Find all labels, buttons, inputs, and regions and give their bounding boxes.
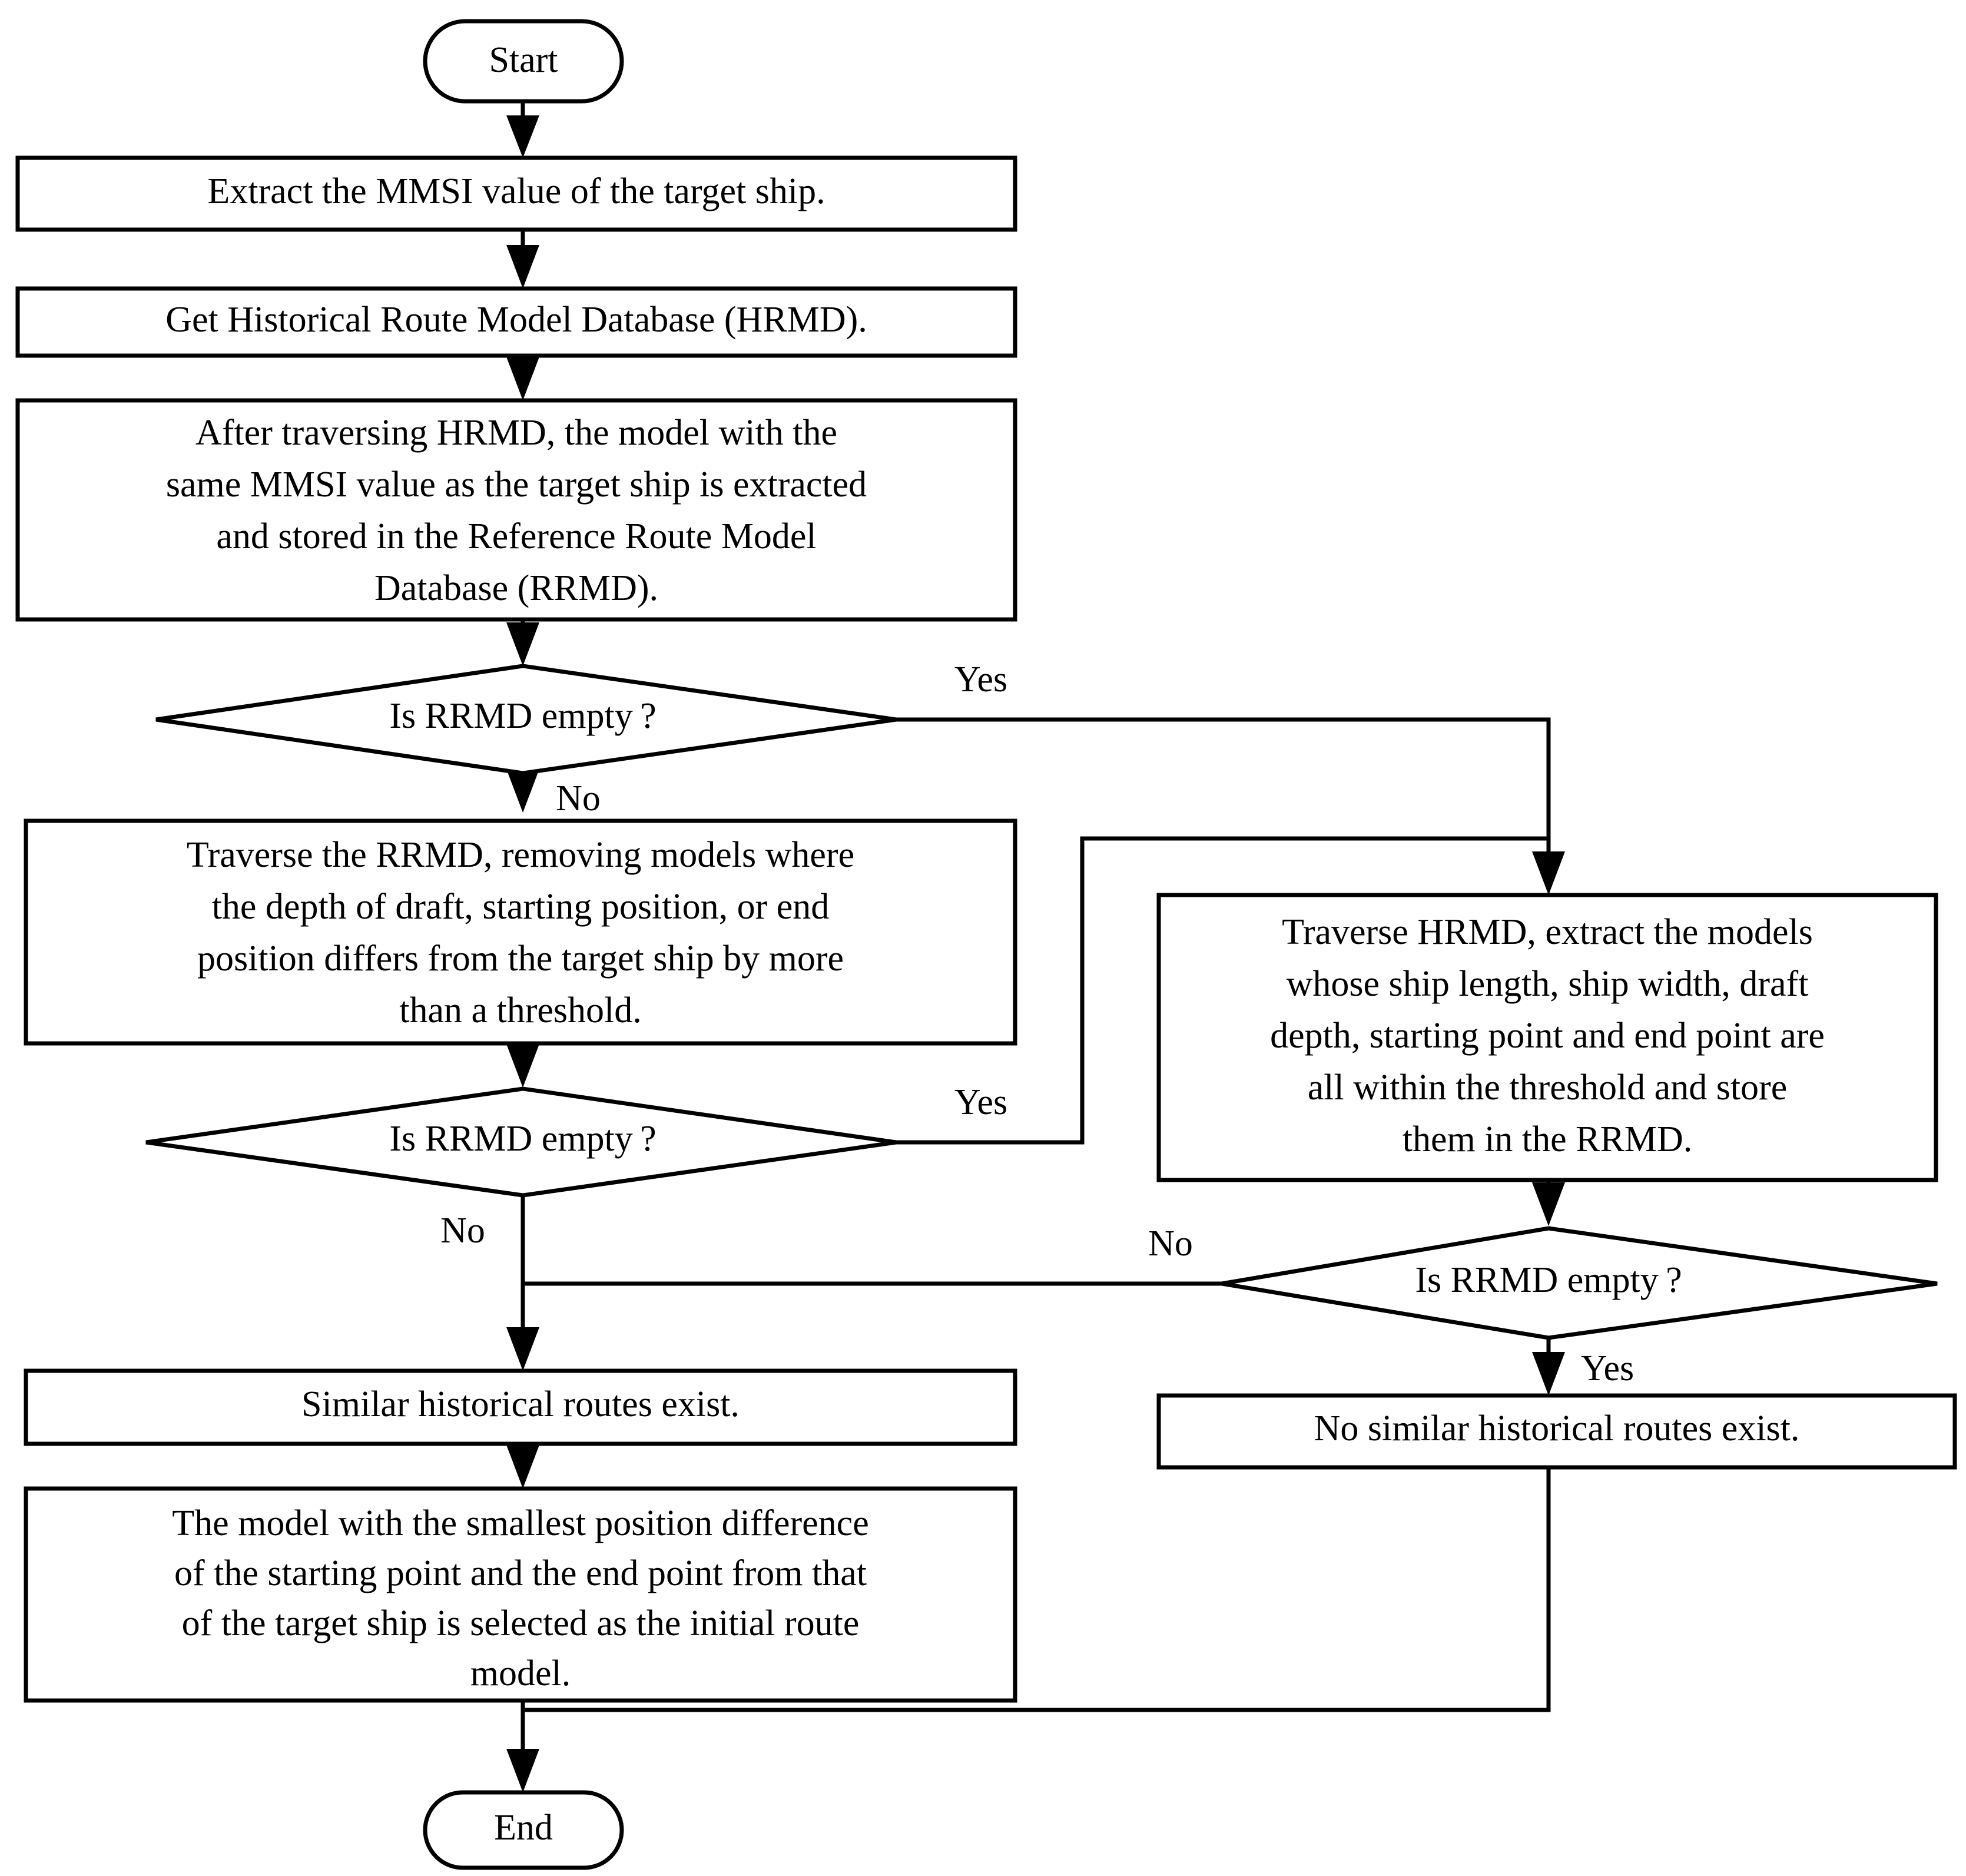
node-filter-rrmd-line-3: than a threshold.: [399, 990, 642, 1030]
node-select-model[interactable]: The model with the smallest position dif…: [24, 1486, 1017, 1703]
edge-label-decision2-yes: Yes: [954, 1082, 1007, 1122]
node-decision-1[interactable]: Is RRMD empty ?: [155, 664, 897, 775]
edge-traversedims-to-decision3: [1532, 1180, 1565, 1226]
node-no-similar-exist[interactable]: No similar historical routes exist.: [1156, 1393, 1957, 1470]
node-similar-exist[interactable]: Similar historical routes exist.: [24, 1368, 1017, 1446]
node-filter-rrmd-line-2: position differs from the target ship by…: [197, 939, 844, 979]
edge-decision3-yes: [1532, 1338, 1565, 1396]
node-filter-rrmd[interactable]: Traverse the RRMD, removing models where…: [24, 818, 1017, 1046]
node-extract-mmsi-label: Extract the MMSI value of the target shi…: [207, 171, 825, 211]
node-similar-exist-label: Similar historical routes exist.: [301, 1384, 740, 1424]
node-traverse-hrmd-dims[interactable]: Traverse HRMD, extract the models whose …: [1156, 893, 1938, 1182]
edge-label-decision2-no: No: [440, 1211, 485, 1251]
edge-nosimilar-to-end: [523, 1467, 1551, 1712]
edge-label-decision1-no: No: [556, 778, 601, 818]
node-get-hrmd-label: Get Historical Route Model Database (HRM…: [165, 300, 867, 340]
node-traverse-hrmd-mmsi[interactable]: After traversing HRMD, the model with th…: [15, 398, 1017, 622]
edge-similar-to-select: [506, 1444, 539, 1489]
node-start-label: Start: [489, 40, 558, 80]
node-decision-3-label: Is RRMD empty ?: [1415, 1260, 1682, 1300]
node-decision-1-label: Is RRMD empty ?: [389, 696, 656, 736]
node-no-similar-exist-label: No similar historical routes exist.: [1314, 1408, 1800, 1449]
node-select-model-line-2: of the target ship is selected as the in…: [182, 1603, 860, 1643]
edge-label-decision3-yes: Yes: [1581, 1348, 1634, 1388]
node-traverse-hrmd-dims-line-4: them in the RRMD.: [1403, 1119, 1693, 1159]
node-traverse-hrmd-dims-line-0: Traverse HRMD, extract the models: [1282, 912, 1813, 952]
node-select-model-line-3: model.: [470, 1653, 571, 1693]
node-decision-2-label: Is RRMD empty ?: [389, 1119, 656, 1159]
node-select-model-line-1: of the starting point and the end point …: [174, 1553, 867, 1593]
node-filter-rrmd-line-0: Traverse the RRMD, removing models where: [187, 835, 854, 875]
edge-select-to-end: [506, 1701, 539, 1792]
edge-start-to-extract: [506, 101, 539, 158]
edge-decision2-yes: [896, 836, 1549, 1145]
node-start[interactable]: Start: [423, 19, 624, 104]
node-traverse-hrmd-dims-line-3: all within the threshold and store: [1308, 1068, 1787, 1108]
edge-extract-to-gethrmd: [506, 230, 539, 289]
edge-filter-to-decision2: [506, 1043, 539, 1088]
edge-label-decision3-no: No: [1148, 1224, 1193, 1264]
node-get-hrmd[interactable]: Get Historical Route Model Database (HRM…: [15, 286, 1017, 358]
node-extract-mmsi[interactable]: Extract the MMSI value of the target shi…: [15, 155, 1017, 232]
node-traverse-hrmd-mmsi-line-3: Database (RRMD).: [374, 568, 658, 608]
node-traverse-hrmd-dims-line-1: whose ship length, ship width, draft: [1287, 964, 1809, 1004]
node-filter-rrmd-line-1: the depth of draft, starting position, o…: [212, 887, 830, 927]
node-decision-2[interactable]: Is RRMD empty ?: [145, 1086, 897, 1198]
node-traverse-hrmd-dims-line-2: depth, starting point and end point are: [1270, 1016, 1825, 1056]
node-decision-3[interactable]: Is RRMD empty ?: [1221, 1226, 1938, 1340]
edge-label-decision1-yes: Yes: [954, 659, 1007, 700]
edge-traverse-to-decision1: [506, 619, 539, 666]
edge-gethrmd-to-traverse: [506, 356, 539, 400]
node-end[interactable]: End: [423, 1790, 624, 1870]
edge-decision2-no: [506, 1195, 539, 1371]
node-end-label: End: [494, 1808, 553, 1848]
edge-decision1-yes: [896, 717, 1565, 895]
node-traverse-hrmd-mmsi-line-2: and stored in the Reference Route Model: [216, 516, 816, 556]
node-select-model-line-0: The model with the smallest position dif…: [172, 1503, 868, 1543]
node-traverse-hrmd-mmsi-line-0: After traversing HRMD, the model with th…: [195, 413, 837, 453]
node-traverse-hrmd-mmsi-line-1: same MMSI value as the target ship is ex…: [166, 465, 867, 505]
edge-decision1-no: [506, 769, 539, 813]
